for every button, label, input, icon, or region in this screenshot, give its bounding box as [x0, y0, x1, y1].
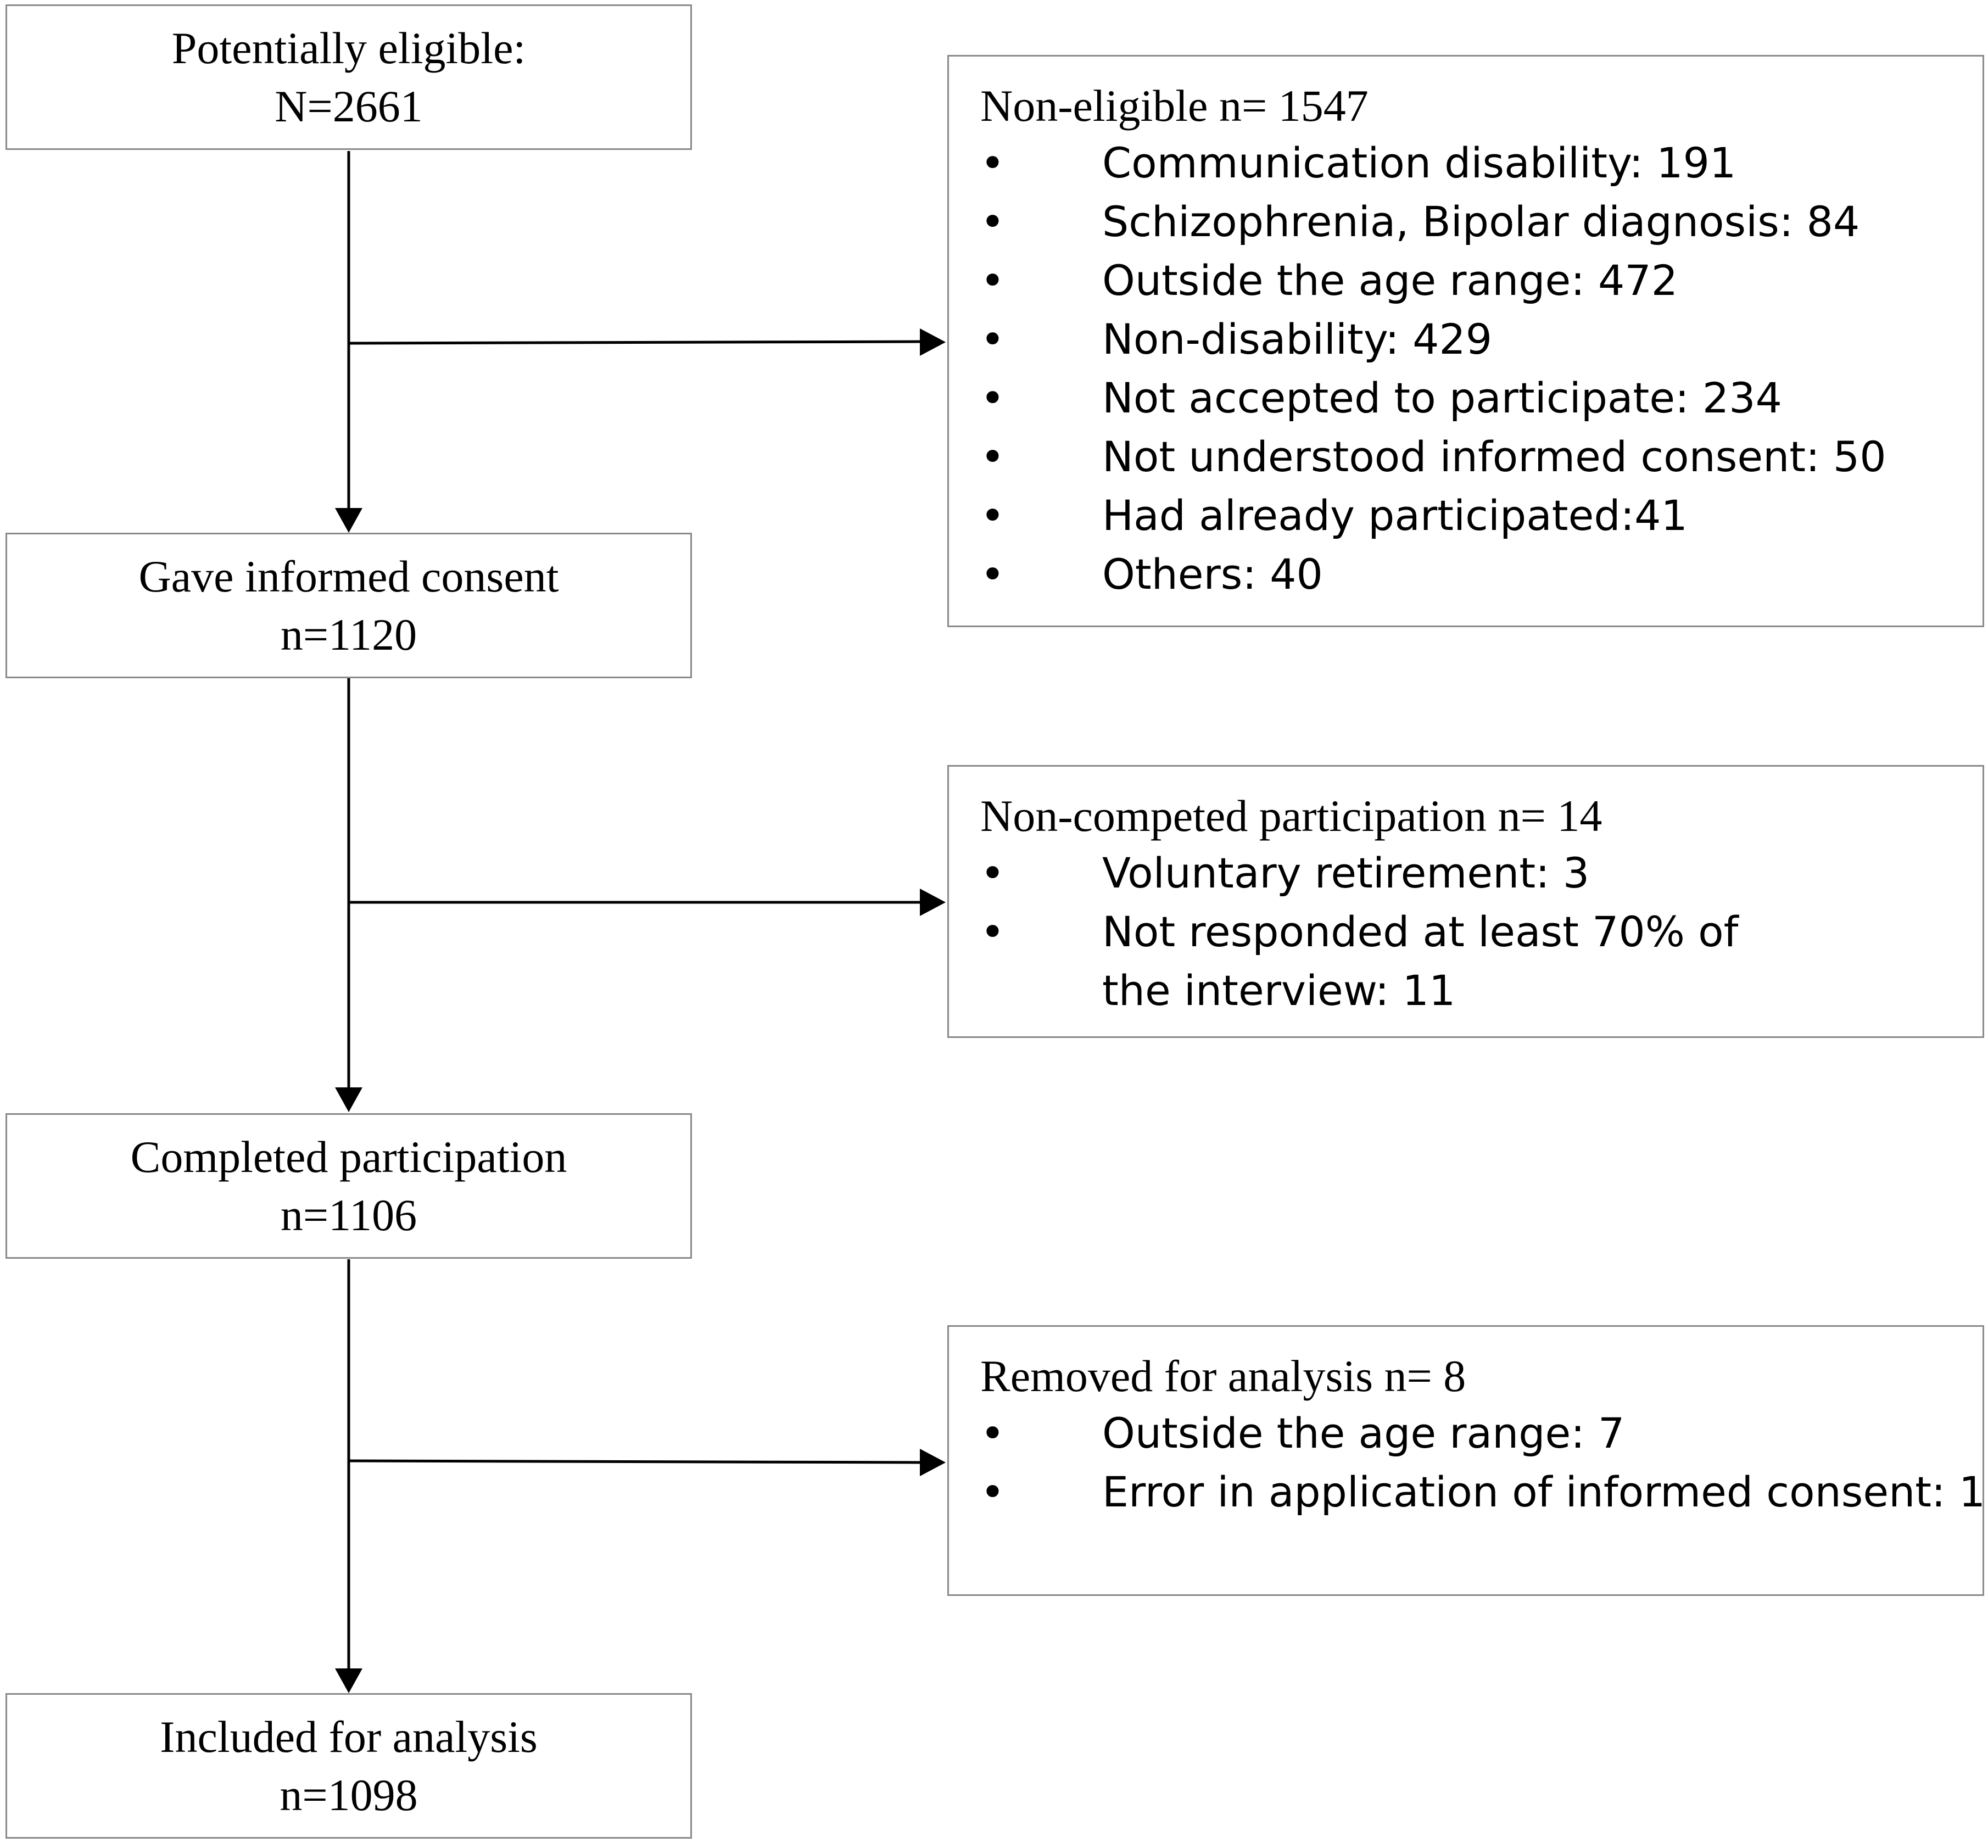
list-item-text: Had already participated:41	[1102, 491, 1688, 540]
box-completed-participation-count: n=1106	[280, 1190, 417, 1240]
list-item: • Had already participated:41	[980, 486, 1983, 545]
arrowhead-right-3	[920, 1449, 946, 1476]
bullet-icon: •	[980, 432, 1005, 481]
list-item-text: Outside the age range: 472	[1102, 256, 1678, 305]
arrowhead-right-2	[920, 889, 946, 916]
connector-horizontal-3	[348, 1459, 923, 1464]
list-item: • Error in application of informed consen…	[980, 1462, 1986, 1521]
removed-title: Removed for analysis n= 8	[980, 1351, 1466, 1401]
box-completed-participation-label: Completed participation	[130, 1131, 567, 1182]
bullet-icon: •	[980, 1467, 1005, 1516]
list-item: • Outside the age range: 7	[980, 1404, 1983, 1462]
list-item: • Not responded at least 70% of the inter…	[980, 902, 1789, 1020]
arrowhead-down-2	[335, 1087, 362, 1112]
bullet-icon: •	[980, 197, 1005, 246]
list-item: • Not understood informed consent: 50	[980, 427, 1983, 486]
list-item-text: Others: 40	[1102, 550, 1323, 599]
bullet-icon: •	[980, 848, 1005, 897]
box-gave-informed-consent-count: n=1120	[280, 609, 417, 660]
bullet-icon: •	[980, 315, 1005, 364]
list-item-text: Schizophrenia, Bipolar diagnosis: 84	[1102, 197, 1860, 246]
non-eligible-title: Non-eligible n= 1547	[980, 81, 1369, 131]
list-item-text: Communication disability: 191	[1102, 138, 1736, 187]
list-item: • Communication disability: 191	[980, 133, 1983, 192]
list-item-text: Outside the age range: 7	[1102, 1409, 1625, 1458]
arrowhead-right-1	[920, 328, 946, 356]
list-item: • Not accepted to participate: 234	[980, 369, 1983, 427]
list-item: • Non-disability: 429	[980, 310, 1983, 369]
bullet-icon: •	[980, 256, 1005, 305]
connector-horizontal-1	[348, 340, 923, 345]
list-item-text: Not responded at least 70% of the interv…	[1102, 907, 1739, 1015]
box-potentially-eligible: Potentially eligible: N=2661	[5, 4, 692, 150]
box-potentially-eligible-count: N=2661	[275, 81, 423, 131]
bullet-icon: •	[980, 491, 1005, 540]
bullet-icon: •	[980, 550, 1005, 599]
non-completed-title: Non-competed participation n= 14	[980, 791, 1602, 841]
removed-list: • Outside the age range: 7 • Error in appl…	[980, 1404, 1986, 1521]
arrowhead-down-3	[335, 1668, 362, 1693]
list-item-text: Not accepted to participate: 234	[1102, 373, 1782, 422]
bullet-icon: •	[980, 1409, 1005, 1458]
arrowhead-down-1	[335, 508, 362, 533]
box-completed-participation: Completed participation n=1106	[5, 1113, 692, 1259]
bullet-icon: •	[980, 907, 1005, 956]
list-item: • Others: 40	[980, 545, 1983, 604]
list-item-text: Voluntary retirement: 3	[1102, 848, 1590, 897]
list-item: • Schizophrenia, Bipolar diagnosis: 84	[980, 192, 1983, 251]
bullet-icon: •	[980, 373, 1005, 422]
box-gave-informed-consent: Gave informed consent n=1120	[5, 533, 692, 678]
box-non-eligible: Non-eligible n= 1547 • Communication disa…	[947, 55, 1984, 627]
list-item: • Voluntary retirement: 3	[980, 844, 1983, 902]
box-included-for-analysis: Included for analysis n=1098	[5, 1693, 692, 1839]
list-item-text: Non-disability: 429	[1102, 315, 1493, 364]
bullet-icon: •	[980, 138, 1005, 187]
box-included-for-analysis-label: Included for analysis	[160, 1711, 538, 1762]
list-item: • Outside the age range: 472	[980, 251, 1983, 310]
box-potentially-eligible-label: Potentially eligible:	[171, 23, 526, 73]
non-completed-list: • Voluntary retirement: 3 • Not responded …	[980, 844, 1983, 1020]
box-gave-informed-consent-label: Gave informed consent	[138, 551, 559, 601]
list-item-text: Error in application of informed consent…	[1102, 1467, 1986, 1516]
box-non-completed-participation: Non-competed participation n= 14 • Volunt…	[947, 765, 1984, 1038]
list-item-text: Not understood informed consent: 50	[1102, 432, 1886, 481]
non-eligible-list: • Communication disability: 191 • Schizoph…	[980, 133, 1983, 604]
box-included-for-analysis-count: n=1098	[280, 1769, 418, 1820]
box-removed-for-analysis: Removed for analysis n= 8 • Outside the a…	[947, 1325, 1986, 1596]
